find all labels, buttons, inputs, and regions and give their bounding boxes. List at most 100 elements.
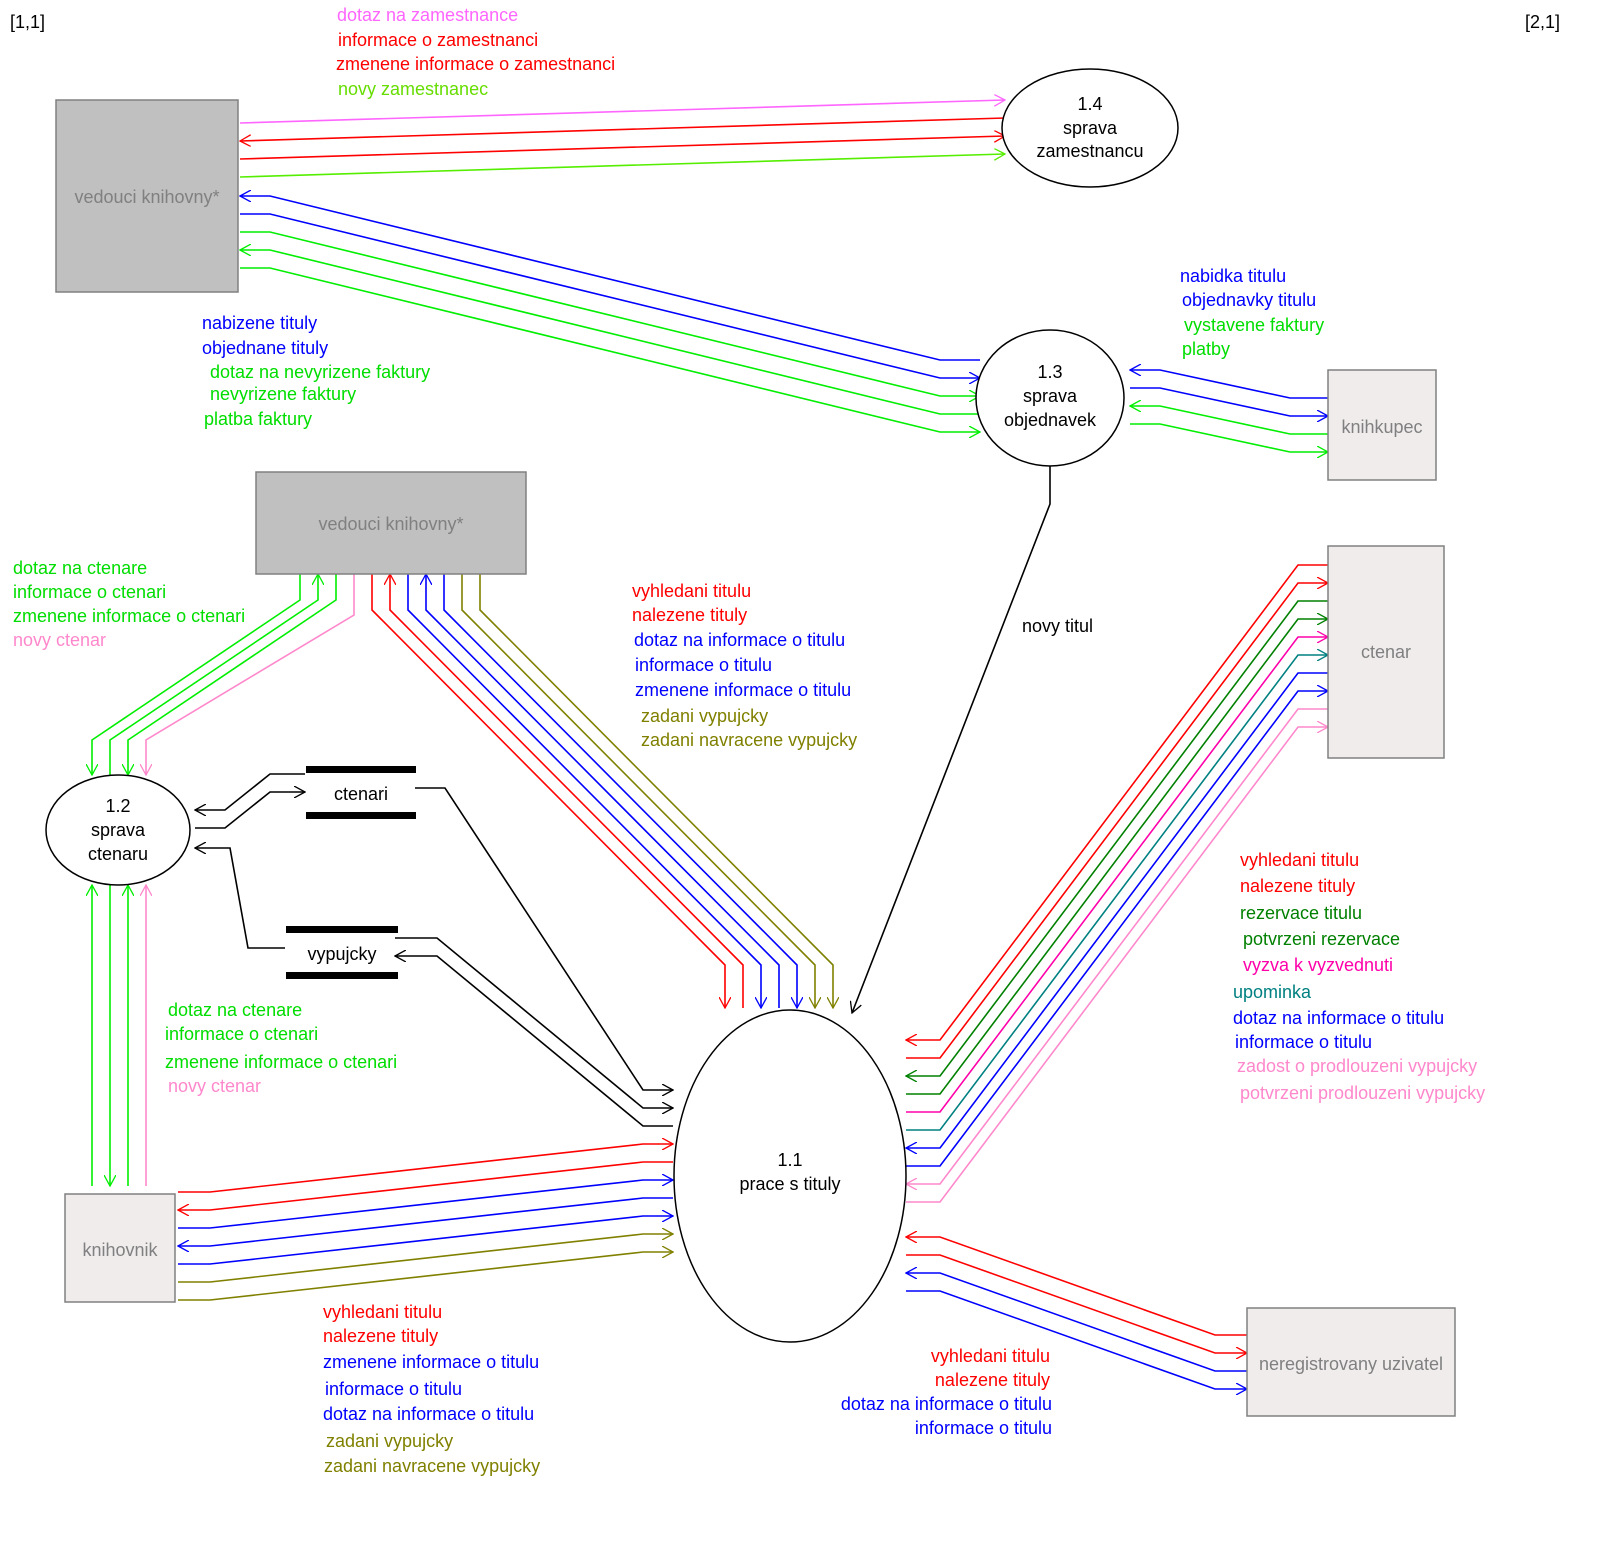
corner-label-top-right: [2,1] — [1525, 12, 1560, 32]
flow-novy-titul — [852, 466, 1051, 1013]
flow-ctenari-store-to-p11 — [415, 787, 673, 1090]
flow-ctenari-store-to-p12 — [195, 773, 305, 810]
label-zadost-o-prodlouzeni-ctenar: zadost o prodlouzeni vypujcky — [1237, 1056, 1477, 1076]
label-nabidka-titulu: nabidka titulu — [1180, 266, 1286, 286]
label-nalezene-tituly-knihovnik: nalezene tituly — [323, 1326, 438, 1346]
entity-knihkupec: knihkupec — [1327, 369, 1437, 481]
label-potvrzeni-prodlouzeni-ctenar: potvrzeni prodlouzeni vypujcky — [1240, 1083, 1485, 1103]
label-informace-o-titulu-top: informace o titulu — [635, 655, 772, 675]
flow-dotaz-na-nevyrizene-faktury — [240, 231, 980, 396]
process-1-1-prace-s-tituly: 1.1 prace s tituly — [673, 1009, 907, 1343]
flow-nabizene-tituly — [240, 196, 980, 361]
labels-objednavky: nabizene tituly objednane tituly dotaz n… — [202, 313, 430, 429]
flow-nalezene-tituly-top — [390, 574, 744, 1008]
label-nalezene-tituly-ctenar: nalezene tituly — [1240, 876, 1355, 896]
process-1-2-sprava-ctenaru: 1.2 sprava ctenaru — [45, 774, 191, 886]
label-vyhledani-titulu-knihovnik: vyhledani titulu — [323, 1302, 442, 1322]
flow-informace-o-titulu-nereg — [906, 1290, 1247, 1389]
label-zmenene-informace-o-zamestnanci: zmenene informace o zamestnanci — [336, 54, 615, 74]
corner-label-top-left: [1,1] — [10, 12, 45, 32]
label-objednavky-titulu: objednavky titulu — [1182, 290, 1316, 310]
label-zmenene-informace-o-titulu-top: zmenene informace o titulu — [635, 680, 851, 700]
flow-zadani-navracene-vypujcky-knihovnik — [178, 1252, 673, 1301]
process-1-4-sprava-zamestnancu: 1.4 sprava zamestnancu — [1001, 68, 1179, 188]
process-name-line2: ctenaru — [88, 844, 148, 864]
label-zmenene-informace-o-ctenari-top: zmenene informace o ctenari — [13, 606, 245, 626]
flow-zmenene-informace-o-titulu-top — [443, 574, 797, 1008]
entity-label: knihovnik — [82, 1240, 158, 1260]
label-informace-o-titulu-knihovnik: informace o titulu — [325, 1379, 462, 1399]
label-novy-ctenar-top: novy ctenar — [13, 630, 106, 650]
datastore-label: ctenari — [334, 784, 388, 804]
label-zmenene-informace-o-titulu-knihovnik: zmenene informace o titulu — [323, 1352, 539, 1372]
label-dotaz-na-informace-o-titulu-ctenar: dotaz na informace o titulu — [1233, 1008, 1444, 1028]
label-dotaz-na-zamestnance: dotaz na zamestnance — [337, 5, 518, 25]
flow-platby — [1130, 423, 1328, 452]
flow-nalezene-tituly-nereg — [906, 1254, 1247, 1353]
datastore-label: vypujcky — [307, 944, 376, 964]
flow-zmenene-informace-o-zamestnanci — [239, 136, 1005, 160]
process-1-3-sprava-objednavek: 1.3 sprava objednavek — [975, 329, 1125, 467]
flow-dotaz-na-informace-o-titulu-knihovnik — [178, 1216, 673, 1265]
label-vystavene-faktury: vystavene faktury — [1184, 315, 1324, 335]
label-objednane-tituly: objednane tituly — [202, 338, 328, 358]
flow-vyzva-k-vyzvednuti-ctenar — [906, 637, 1328, 1113]
label-zadani-navracene-vypujcky-top: zadani navracene vypujcky — [641, 730, 857, 750]
labels-neregistrovany: vyhledani titulu nalezene tituly dotaz n… — [841, 1346, 1052, 1438]
label-zadani-vypujcky-knihovnik: zadani vypujcky — [326, 1431, 453, 1451]
process-number: 1.4 — [1077, 94, 1102, 114]
label-vyzva-k-vyzvednuti-ctenar: vyzva k vyzvednuti — [1243, 955, 1393, 975]
process-name-line1: prace s tituly — [739, 1174, 840, 1194]
label-novy-ctenar-bottom: novy ctenar — [168, 1076, 261, 1096]
entity-knihovnik: knihovnik — [64, 1193, 176, 1303]
flow-objednavky-titulu — [1130, 387, 1328, 416]
labels-ctenar-right: vyhledani titulu nalezene tituly rezerva… — [1233, 850, 1485, 1103]
flow-nalezene-tituly-ctenar — [906, 583, 1328, 1059]
label-dotaz-na-nevyrizene-faktury: dotaz na nevyrizene faktury — [210, 362, 430, 382]
flow-informace-o-zamestnanci — [240, 117, 1006, 141]
flow-p12-to-ctenari-store — [195, 792, 305, 829]
process-name-line1: sprava — [91, 820, 146, 840]
flow-zmenene-informace-o-titulu-knihovnik — [178, 1180, 673, 1229]
label-informace-o-zamestnanci: informace o zamestnanci — [338, 30, 538, 50]
entity-label: neregistrovany uzivatel — [1259, 1354, 1443, 1374]
label-potvrzeni-rezervace-ctenar: potvrzeni rezervace — [1243, 929, 1400, 949]
flow-informace-o-titulu-ctenar — [906, 691, 1328, 1167]
label-informace-o-ctenari-top: informace o ctenari — [13, 582, 166, 602]
process-name-line1: sprava — [1063, 118, 1118, 138]
flow-potvrzeni-prodlouzeni-ctenar — [906, 727, 1328, 1203]
label-dotaz-na-ctenare-bottom: dotaz na ctenare — [168, 1000, 302, 1020]
label-upominka-ctenar: upominka — [1233, 982, 1312, 1002]
flow-dotaz-na-ctenare-top — [92, 574, 301, 775]
flow-vyhledani-titulu-top — [371, 574, 725, 1008]
label-informace-o-titulu-nereg: informace o titulu — [915, 1418, 1052, 1438]
process-name-line1: sprava — [1023, 386, 1078, 406]
flow-dotaz-na-zamestnance — [239, 100, 1005, 124]
label-platba-faktury: platba faktury — [204, 409, 312, 429]
label-nevyrizene-faktury: nevyrizene faktury — [210, 384, 356, 404]
label-rezervace-titulu-ctenar: rezervace titulu — [1240, 903, 1362, 923]
label-dotaz-na-ctenare-top: dotaz na ctenare — [13, 558, 147, 578]
flow-zadani-vypujcky-knihovnik — [178, 1234, 673, 1283]
flow-nabidka-titulu — [1130, 370, 1328, 399]
flow-zadost-o-prodlouzeni-ctenar — [906, 708, 1328, 1184]
flow-nalezene-tituly-knihovnik — [178, 1161, 673, 1210]
flow-informace-o-ctenari-top — [109, 574, 318, 775]
flow-dotaz-na-informace-o-titulu-nereg — [906, 1273, 1247, 1372]
flow-platba-faktury — [240, 267, 980, 432]
label-nabizene-tituly: nabizene tituly — [202, 313, 317, 333]
label-vyhledani-titulu-nereg: vyhledani titulu — [931, 1346, 1050, 1366]
flow-vypujcky-store-to-p11 — [395, 937, 673, 1108]
process-number: 1.2 — [105, 796, 130, 816]
datastore-ctenari: ctenari — [306, 766, 416, 819]
flow-informace-o-titulu-top — [426, 574, 780, 1008]
entity-label: vedouci knihovny* — [74, 187, 219, 207]
flow-p11-to-vypujcky-store — [395, 956, 673, 1127]
flow-zadani-vypujcky-top — [461, 574, 815, 1008]
label-nalezene-tituly-nereg: nalezene tituly — [935, 1370, 1050, 1390]
process-number: 1.1 — [777, 1150, 802, 1170]
entity-neregistrovany-uzivatel: neregistrovany uzivatel — [1246, 1307, 1456, 1417]
flow-dotaz-na-informace-o-titulu-top — [407, 574, 761, 1008]
entity-label: vedouci knihovny* — [318, 514, 463, 534]
